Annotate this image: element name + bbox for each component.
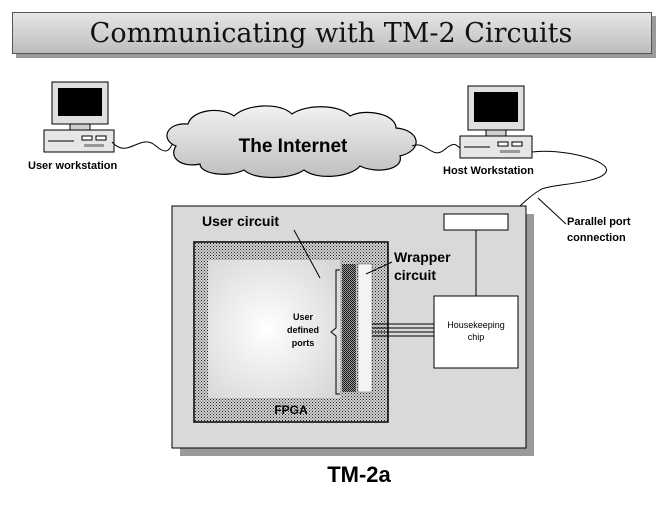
parallel-port-label-line2: connection <box>567 232 626 244</box>
host-workstation-label: Host Workstation <box>443 165 534 177</box>
parallel-port-connector <box>443 213 509 231</box>
user-computer-icon <box>43 81 115 153</box>
wrapper-label-line2: circuit <box>394 267 436 283</box>
user-circuit-label: User circuit <box>202 213 279 229</box>
host-cable <box>411 143 461 154</box>
user-ports-label-line2: defined <box>287 325 319 335</box>
fpga-label: FPGA <box>274 403 308 417</box>
wrapper-to-housekeeping-bus <box>372 323 434 337</box>
wrapper-circuit-strip <box>357 263 373 393</box>
wrapper-leader <box>365 261 393 275</box>
title-banner <box>12 12 652 54</box>
host-computer-icon <box>459 85 533 159</box>
page-title: Communicating with TM-2 Circuits <box>89 18 573 49</box>
user-circuit-area <box>208 260 340 398</box>
housekeeping-label-line1: Housekeeping <box>447 320 505 330</box>
internet-label: The Internet <box>239 136 348 157</box>
board-label: TM-2a <box>327 462 391 487</box>
user-ports-label-line3: ports <box>292 338 315 348</box>
housekeeping-chip <box>433 295 519 369</box>
user-cable <box>111 141 177 152</box>
parallel-port-label-line1: Parallel port <box>567 216 631 228</box>
user-workstation-label: User workstation <box>28 160 118 172</box>
parallel-port-cable <box>511 150 607 215</box>
user-ports-brace <box>330 269 340 395</box>
housekeeping-label-line2: chip <box>468 332 485 342</box>
internet-cloud <box>166 105 417 179</box>
wrapper-label-line1: Wrapper <box>394 249 451 265</box>
wrapper-dense-region <box>342 264 356 392</box>
user-ports-label-line1: User <box>293 312 314 322</box>
user-circuit-leader <box>293 229 321 279</box>
parallel-port-leader <box>537 197 567 225</box>
